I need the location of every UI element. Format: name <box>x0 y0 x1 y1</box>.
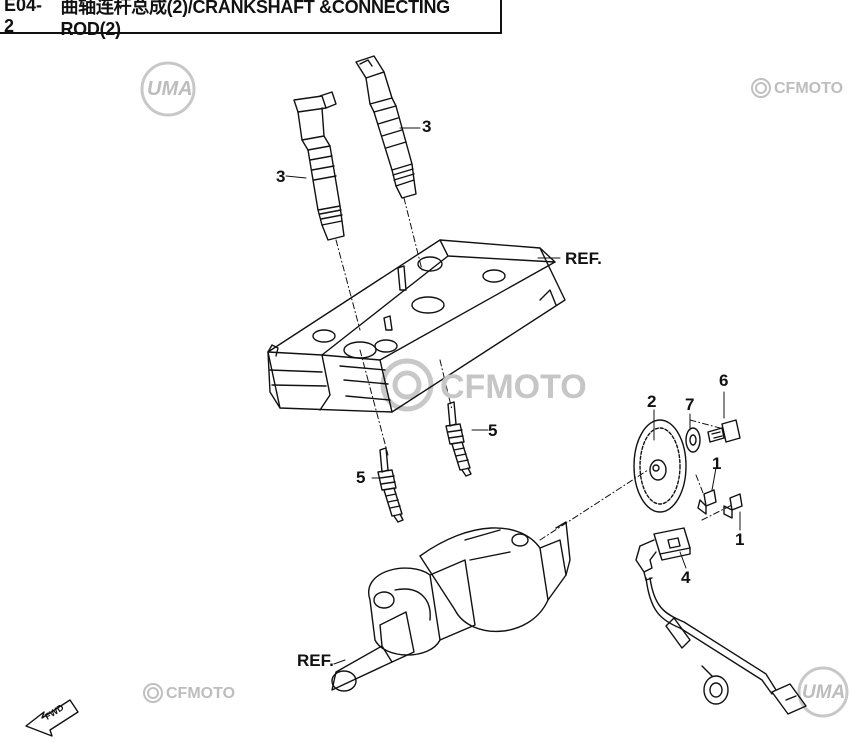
valve-cover <box>267 239 566 413</box>
title-box: E04-2 曲轴连杆总成(2)/CRANKSHAFT &CONNECTING R… <box>0 0 502 39</box>
callout-7: 7 <box>685 395 695 414</box>
ref-label-valve-cover: REF. <box>565 249 602 268</box>
uma-watermark-top: UMA <box>147 78 193 100</box>
cfmoto-watermark-center: CFMOTO <box>440 368 587 406</box>
uma-logo-bottom <box>797 666 849 718</box>
sensor-bolt-lower <box>723 493 743 519</box>
uma-watermark-bottom: UMA <box>802 682 846 703</box>
ref-label-crankshaft: REF. <box>297 651 334 670</box>
callout-4: 4 <box>681 568 691 587</box>
uma-logo-top <box>140 61 196 117</box>
callout-3-right: 3 <box>422 117 432 136</box>
callout-5-right: 5 <box>488 421 498 440</box>
ignition-coil-left <box>293 91 345 241</box>
diagram-title: 曲轴连杆总成(2)/CRANKSHAFT &CONNECTING ROD(2) <box>60 0 450 39</box>
sensor-bolt-upper <box>697 489 717 515</box>
spark-plug-left <box>377 447 404 523</box>
callout-1-upper: 1 <box>712 454 722 473</box>
washer <box>685 427 701 453</box>
cfmoto-watermark-top: CFMOTO <box>774 80 844 97</box>
callout-5-left: 5 <box>356 468 366 487</box>
leader-lines <box>285 127 741 665</box>
callout-3-left: 3 <box>276 167 286 186</box>
ignition-coil-right <box>355 55 417 199</box>
crank-position-sensor <box>635 527 807 715</box>
callout-1-lower: 1 <box>735 530 745 549</box>
diagram-code: E04-2 <box>4 0 43 36</box>
callout-6: 6 <box>719 371 729 390</box>
cfmoto-logo-center-icon <box>380 358 434 412</box>
rotor-bolt <box>707 419 741 443</box>
cfmoto-logo-top-icon <box>751 78 771 98</box>
cfmoto-watermark-bottom: CFMOTO <box>166 685 236 702</box>
crankshaft <box>331 521 571 692</box>
fwd-arrow-icon <box>25 699 79 737</box>
cfmoto-logo-bottom-icon <box>143 683 163 703</box>
center-lines <box>335 197 733 541</box>
callout-2: 2 <box>647 392 657 411</box>
trigger-wheel <box>633 419 687 513</box>
spark-plug-right <box>445 401 472 477</box>
